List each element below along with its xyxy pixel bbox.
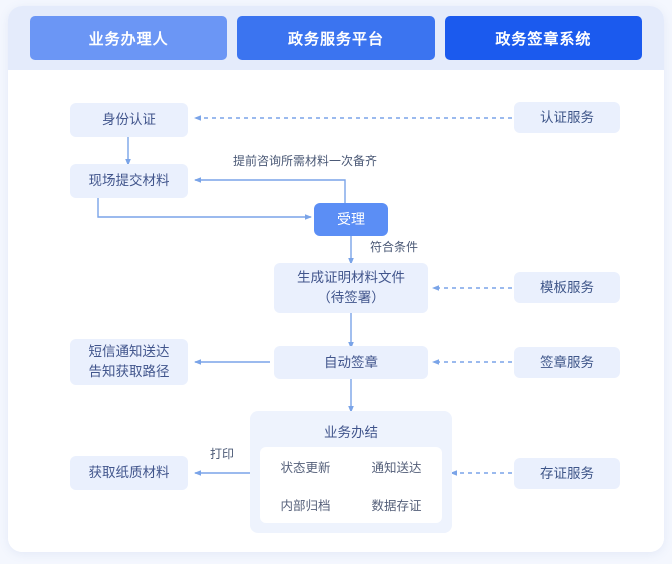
node-template-service[interactable]: 模板服务 <box>514 272 620 303</box>
node-auto-seal[interactable]: 自动签章 <box>274 346 428 379</box>
edge-label-print: 打印 <box>210 447 235 461</box>
node-evidence-service[interactable]: 存证服务 <box>514 458 620 489</box>
edge-label-condition-met: 符合条件 <box>370 240 419 254</box>
node-identity-verification[interactable]: 身份认证 <box>70 103 188 137</box>
node-generate-document[interactable]: 生成证明材料文件 （待签署） <box>274 263 428 313</box>
node-generate-line-1: 生成证明材料文件 <box>297 270 405 286</box>
tab-business-handler[interactable]: 业务办理人 <box>30 16 228 60</box>
node-sms-notification[interactable]: 短信通知送达 告知获取路径 <box>70 339 188 385</box>
connector-layer: 身份认证 (dashed) --> 生成 (dashed) --> 自动签章 (… <box>97 115 512 476</box>
node-sms-line-1: 短信通知送达 <box>88 344 170 360</box>
edge-label-prepare-materials: 提前咨询所需材料一次备齐 <box>233 154 378 168</box>
completion-item: 状态更新 <box>280 460 331 475</box>
group-business-completed: 业务办结 状态更新 通知送达 内部归档 数据存证 <box>250 411 452 533</box>
node-sms-line-2: 告知获取路径 <box>88 364 170 379</box>
tab-government-seal-system[interactable]: 政务签章系统 <box>444 16 642 60</box>
lane-header-tabs: 业务办理人 政务服务平台 政务签章系统 <box>8 6 664 70</box>
completion-item: 通知送达 <box>371 460 422 475</box>
completion-item: 内部归档 <box>280 498 331 513</box>
node-submit-materials-onsite[interactable]: 现场提交材料 <box>70 164 188 198</box>
node-seal-service[interactable]: 签章服务 <box>514 347 620 378</box>
tab-government-service-platform[interactable]: 政务服务平台 <box>237 16 435 60</box>
diagram-card: 业务办理人 政务服务平台 政务签章系统 身份认证 (dashed) --> <box>8 6 664 552</box>
group-title: 业务办结 <box>324 425 378 440</box>
node-get-paper-materials[interactable]: 获取纸质材料 <box>70 456 188 490</box>
node-accept[interactable]: 受理 <box>314 203 388 236</box>
completion-items-grid: 状态更新 通知送达 内部归档 数据存证 <box>260 447 442 523</box>
node-auth-service[interactable]: 认证服务 <box>514 102 620 133</box>
node-generate-line-2: （待签署） <box>317 290 385 305</box>
completion-item: 数据存证 <box>371 498 422 513</box>
flow-canvas: 身份认证 (dashed) --> 生成 (dashed) --> 自动签章 (… <box>8 70 664 552</box>
